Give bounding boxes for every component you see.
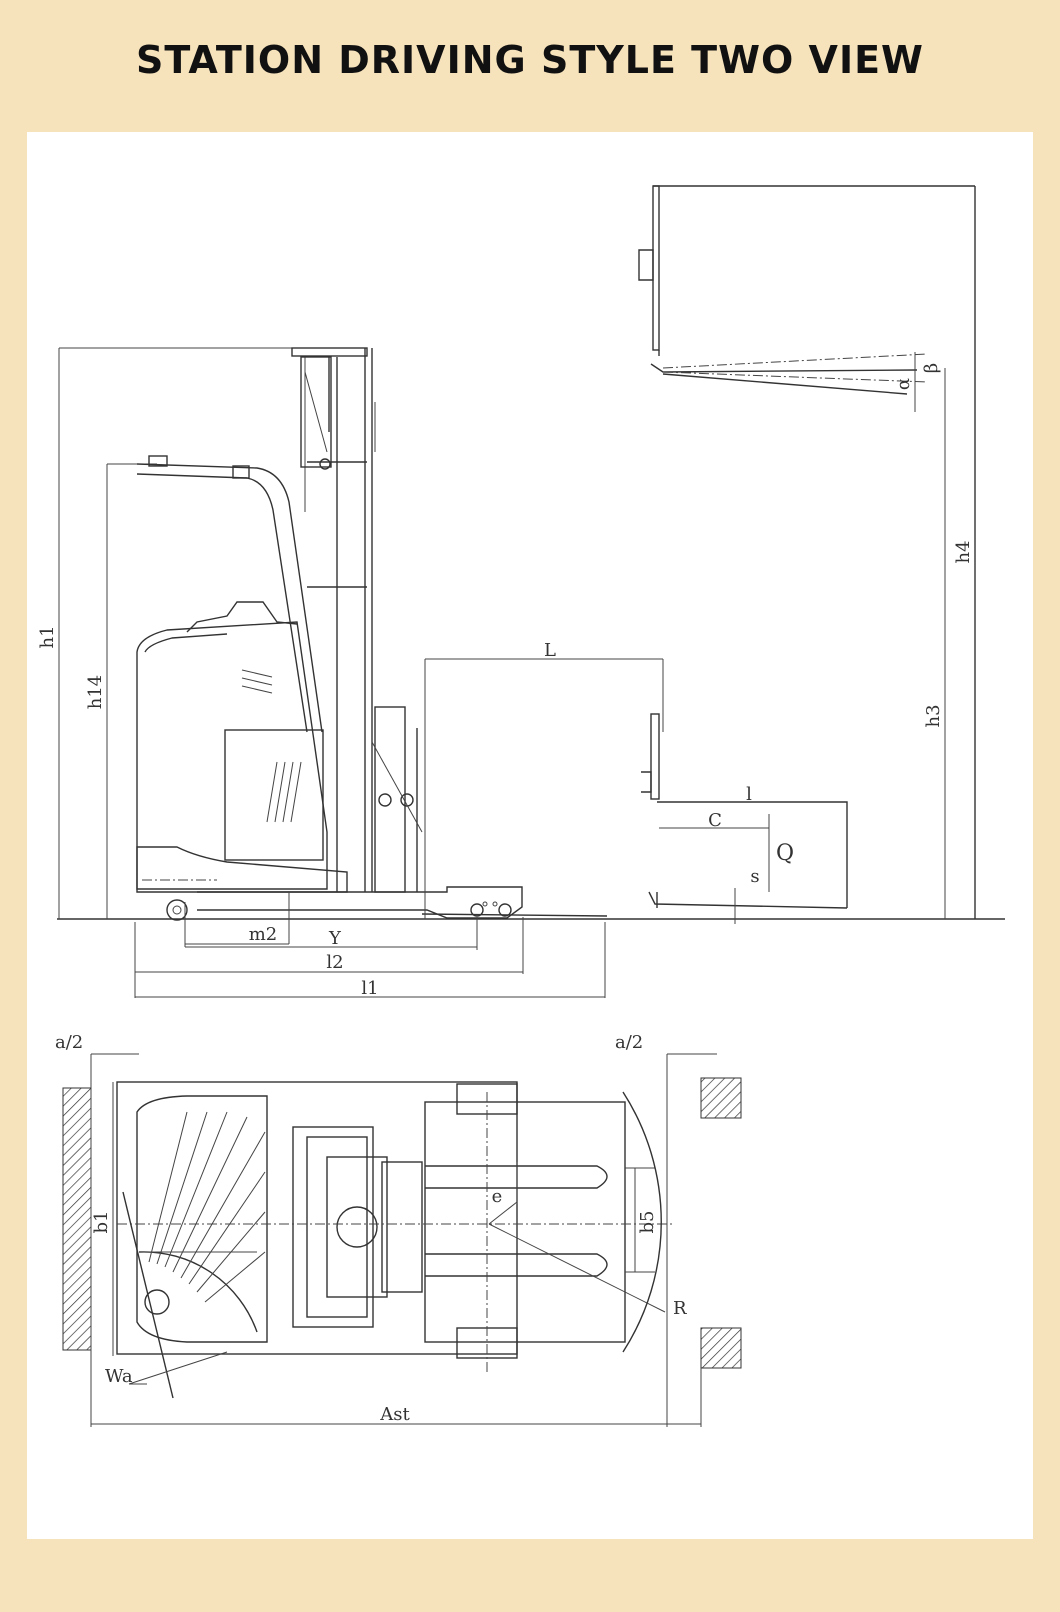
R-label: R xyxy=(673,1298,687,1319)
a2-right-label: a/2 xyxy=(615,1032,643,1053)
h14-dimension: h14 xyxy=(85,463,157,919)
e-label: e xyxy=(492,1186,503,1207)
right-bottom-stack-hatch xyxy=(700,1327,742,1369)
ast-dimension: Ast xyxy=(91,1368,702,1427)
L-label: L xyxy=(544,640,556,661)
load-diagram: L l C Q s xyxy=(424,640,848,924)
Wa-dimension: Wa xyxy=(105,1351,228,1387)
Y-label: Y xyxy=(328,928,342,949)
Ast-label: Ast xyxy=(379,1404,410,1425)
C-label: C xyxy=(708,810,722,831)
technical-drawing: h1 h14 xyxy=(37,185,1005,1427)
side-view: h1 h14 xyxy=(37,185,1005,999)
s-label: s xyxy=(750,866,759,887)
m2-label: m2 xyxy=(249,924,278,945)
a2-dimensions: a/2 a/2 xyxy=(55,1032,717,1427)
right-top-stack-hatch xyxy=(700,1077,742,1119)
b1-label: b1 xyxy=(91,1211,112,1234)
e-dimension: e xyxy=(488,1162,518,1225)
alpha-label: α xyxy=(893,378,914,390)
l2-label: l2 xyxy=(326,952,343,973)
h4-label: h4 xyxy=(953,540,974,563)
page-title: STATION DRIVING STYLE TWO VIEW xyxy=(136,38,924,82)
Wa-label: Wa xyxy=(105,1366,133,1387)
truck-side xyxy=(136,455,608,921)
beta-label: β xyxy=(921,363,942,373)
top-view: a/2 a/2 b1 xyxy=(55,1032,742,1427)
Q-label: Q xyxy=(776,841,794,866)
R-dimension: R xyxy=(488,1223,687,1319)
truck-top xyxy=(116,1081,675,1399)
h1-label: h1 xyxy=(37,625,58,648)
h14-label: h14 xyxy=(85,675,106,710)
h3-label: h3 xyxy=(923,704,944,727)
drawing-panel: h1 h14 xyxy=(27,132,1033,1539)
l-label: l xyxy=(746,784,752,805)
raised-fork: α β h4 h3 xyxy=(638,185,976,919)
a2-left-label: a/2 xyxy=(55,1032,83,1053)
length-dimensions: m2 Y l2 l1 xyxy=(134,892,606,999)
l1-label: l1 xyxy=(361,978,378,999)
left-wall-hatch xyxy=(62,1087,92,1351)
b5-label: b5 xyxy=(637,1211,658,1234)
mast xyxy=(291,347,423,893)
